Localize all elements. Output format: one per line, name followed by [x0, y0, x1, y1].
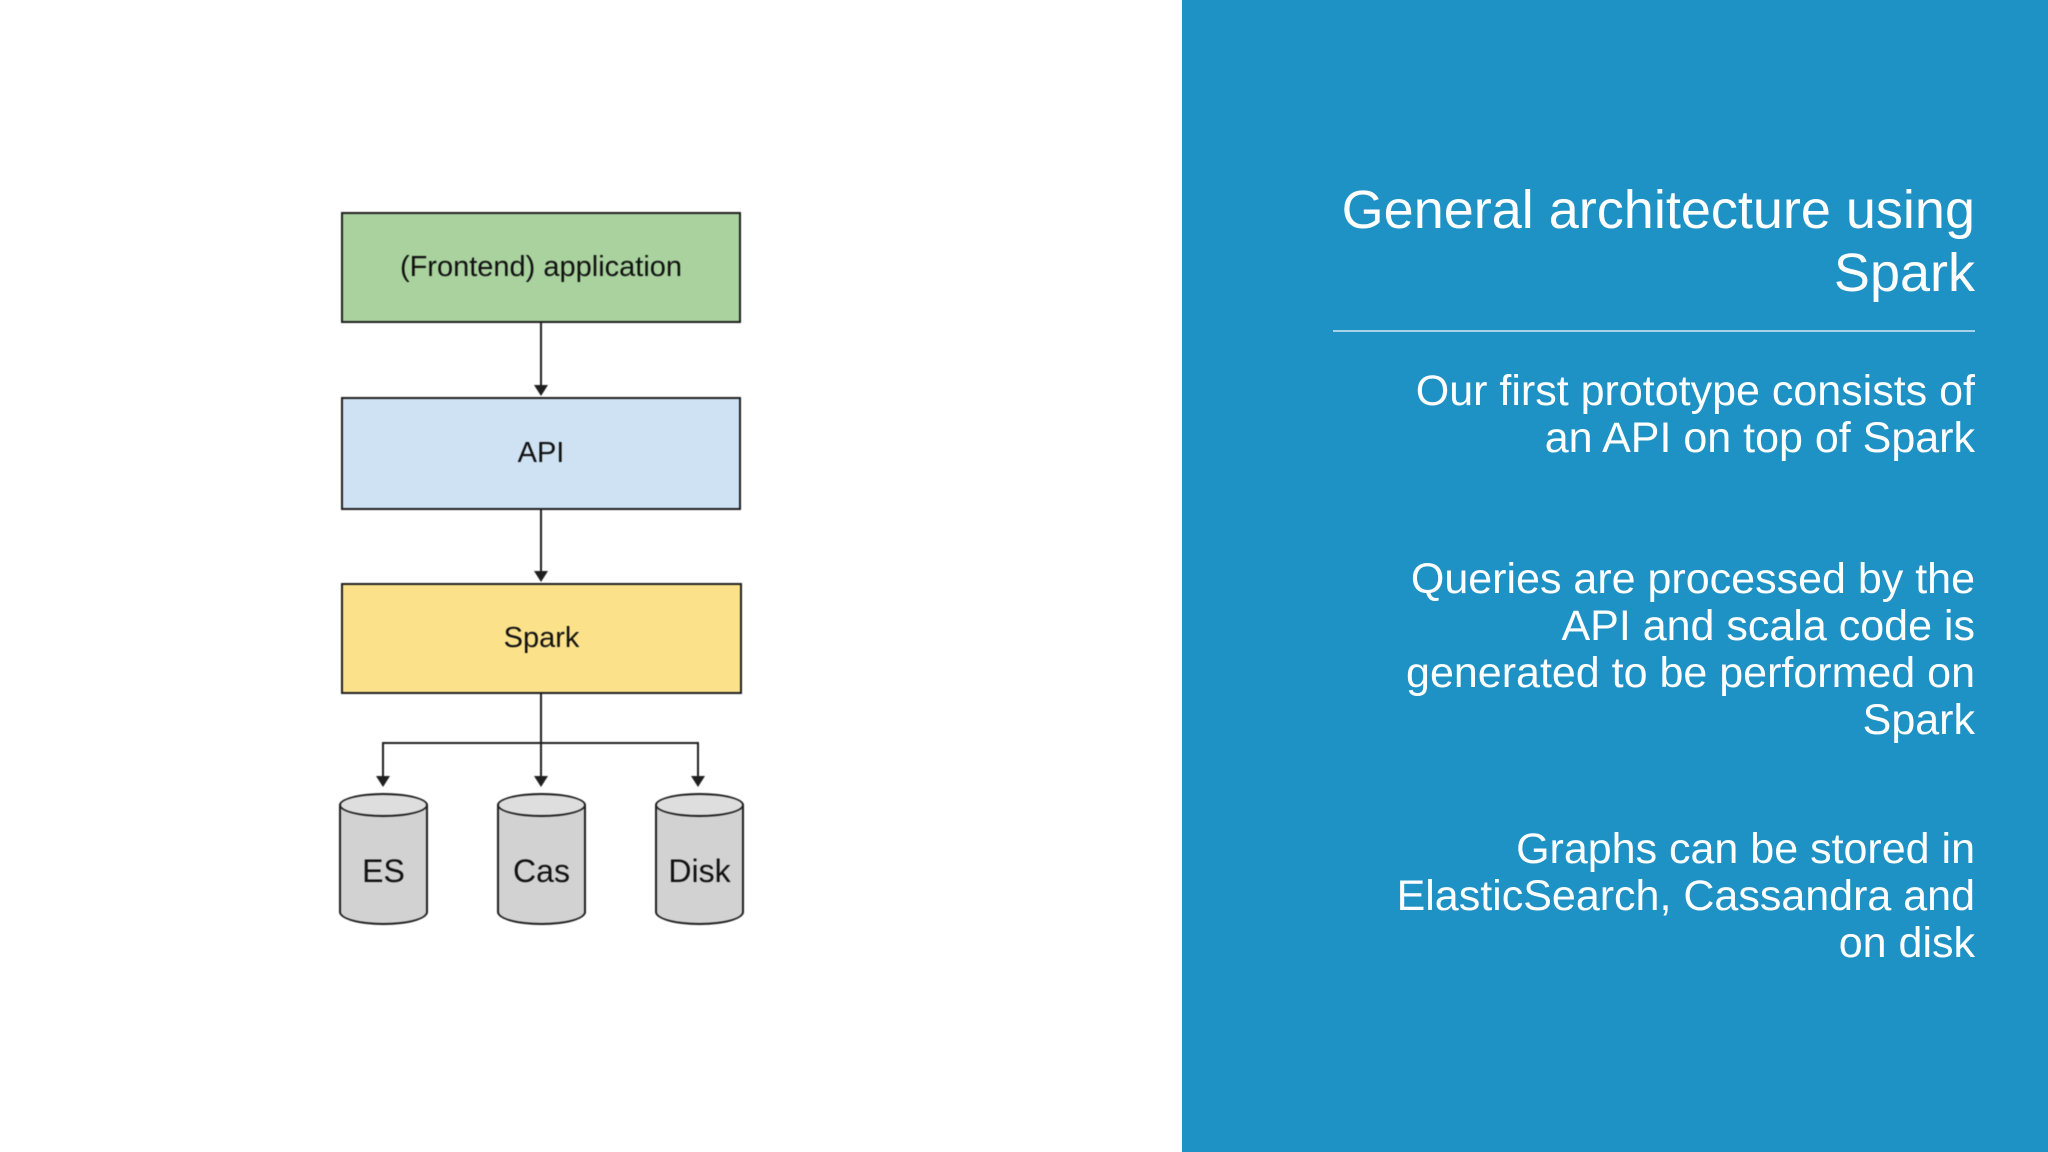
node-spark: Spark	[341, 583, 742, 694]
datastore-cas-label: Cas	[513, 852, 570, 889]
datastore-es-label: ES	[362, 852, 405, 889]
cylinder-body	[655, 805, 744, 925]
edge-api-spark	[540, 510, 542, 572]
cylinder-body	[339, 805, 428, 925]
edge-branch-disk	[697, 742, 699, 776]
body-paragraph-1: Our first prototype consists of an API o…	[1415, 367, 1975, 462]
node-api-label: API	[517, 437, 565, 469]
cylinder-top	[655, 793, 744, 817]
cylinder-body	[497, 805, 586, 925]
architecture-diagram: (Frontend) application API Spark ES	[339, 212, 744, 925]
edge-branch-horizontal	[382, 742, 699, 744]
arrowhead-into-spark-icon	[534, 571, 548, 582]
node-frontend-application: (Frontend) application	[341, 212, 741, 323]
panel-content: General architecture using Spark Our fir…	[1275, 179, 1975, 967]
cylinder-top	[339, 793, 428, 817]
body-paragraph-3: Graphs can be stored in ElasticSearch, C…	[1396, 825, 1975, 967]
node-api: API	[341, 397, 741, 510]
arrowhead-into-es-icon	[376, 776, 390, 787]
node-frontend-label: (Frontend) application	[399, 251, 683, 283]
edge-branch-es	[382, 742, 384, 776]
node-spark-label: Spark	[503, 622, 580, 654]
arrowhead-into-disk-icon	[691, 776, 705, 787]
datastore-disk-label: Disk	[668, 852, 731, 889]
datastore-disk-cylinder-icon: Disk	[655, 793, 744, 925]
title-divider	[1333, 330, 1975, 332]
datastore-cas-cylinder-icon: Cas	[497, 793, 586, 925]
edge-frontend-api	[540, 323, 542, 387]
edge-branch-cas	[540, 744, 542, 776]
cylinder-top	[497, 793, 586, 817]
body-paragraph-2: Queries are processed by the API and sca…	[1406, 555, 1975, 744]
slide-title: General architecture using Spark	[1341, 180, 1975, 303]
slide-text-panel: General architecture using Spark Our fir…	[1182, 0, 2048, 1152]
datastore-es-cylinder-icon: ES	[339, 793, 428, 925]
arrowhead-into-cas-icon	[534, 776, 548, 787]
arrowhead-into-api-icon	[534, 385, 548, 396]
edge-spark-branch-stem	[540, 694, 542, 744]
